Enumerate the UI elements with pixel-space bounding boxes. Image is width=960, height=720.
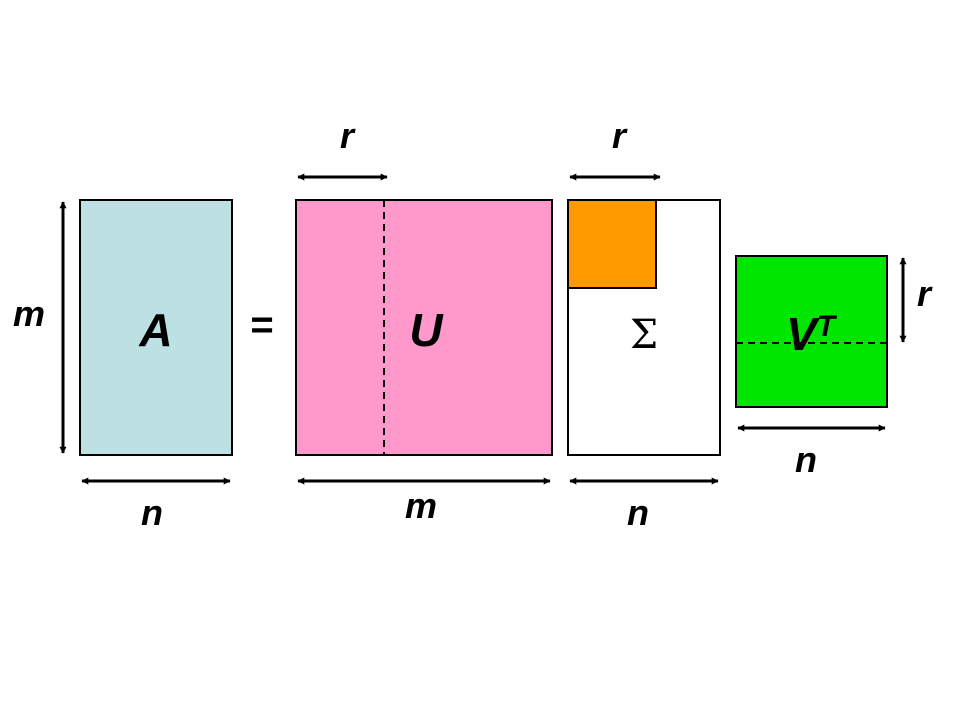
matrix-u-label: U bbox=[409, 304, 444, 356]
sigma-diagonal-block bbox=[567, 199, 657, 289]
matrix-sigma: Σ r n bbox=[567, 115, 721, 533]
matrix-u: U r m bbox=[295, 115, 553, 526]
matrix-a-col-dim-label: n bbox=[141, 492, 163, 533]
matrix-a-label: A bbox=[138, 304, 172, 356]
matrix-sigma-label: Σ bbox=[630, 312, 658, 358]
matrix-a-row-dim-label: m bbox=[13, 293, 45, 334]
matrix-a-box bbox=[79, 199, 233, 456]
matrix-sigma-col-dim-label: n bbox=[627, 492, 649, 533]
matrix-vt-box bbox=[735, 255, 888, 408]
matrix-a: A m n bbox=[13, 199, 233, 533]
matrix-vt-rank-dim-label: r bbox=[917, 273, 933, 314]
matrix-vt-label-base: V bbox=[786, 308, 820, 360]
matrix-vt-superscript: T bbox=[817, 310, 838, 343]
matrix-u-col-dim-label: m bbox=[405, 485, 437, 526]
matrix-sigma-rank-dim-label: r bbox=[612, 115, 628, 156]
matrix-u-rank-dim-label: r bbox=[340, 115, 356, 156]
equals-sign: = bbox=[250, 303, 273, 347]
matrix-vt-label: VT bbox=[786, 308, 838, 360]
matrix-vt: VT r n bbox=[735, 255, 933, 480]
matrix-vt-col-dim-label: n bbox=[795, 439, 817, 480]
matrix-u-box bbox=[295, 199, 553, 456]
